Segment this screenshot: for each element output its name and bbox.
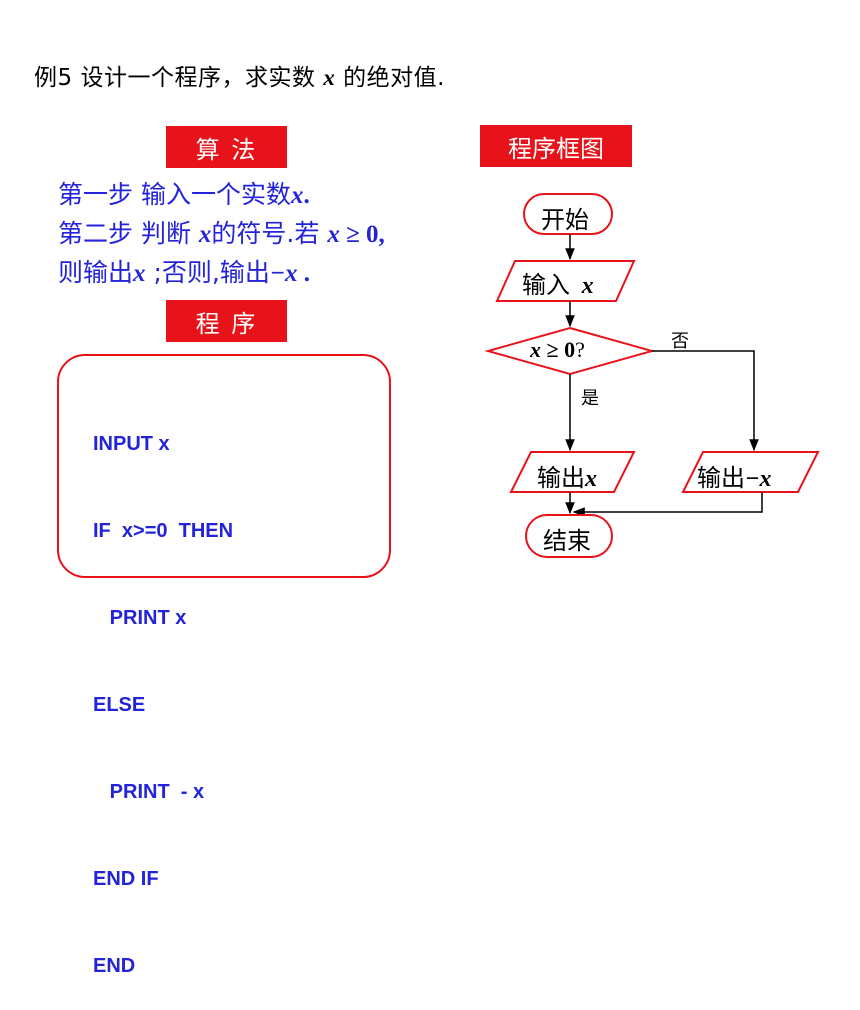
code-box: [57, 354, 391, 578]
step3-text: 则输出: [58, 258, 134, 287]
end-label: 结束: [543, 527, 591, 555]
step-line-2: 第二步 判断 x的符号.若 x ≥ 0,: [58, 215, 385, 254]
step3-mid: ;否则,输出: [145, 258, 270, 287]
input-label: 输入 x: [522, 265, 594, 300]
program-label: 程 序: [166, 300, 287, 342]
algorithm-steps: 第一步 输入一个实数x. 第二步 判断 x的符号.若 x ≥ 0, 则输出x ;…: [58, 176, 385, 293]
flowchart-label: 程序框图: [480, 125, 632, 167]
condition-var: x: [530, 337, 541, 362]
step1-end: .: [303, 182, 310, 209]
condition-rest: ≥ 0: [541, 337, 576, 362]
line-merge: [572, 492, 763, 517]
title-var: x: [323, 65, 336, 90]
step-line-3: 则输出x ;否则,输出−x .: [58, 254, 385, 293]
step3-end: .: [297, 260, 310, 287]
step2-mid: 的符号.若: [211, 219, 328, 248]
step1-text: 第一步 输入一个实数: [58, 180, 291, 209]
code-line: INPUT x: [93, 433, 170, 455]
end-terminal: [525, 514, 613, 558]
output-negx-label: 输出−x: [697, 458, 772, 493]
output1-var: x: [585, 466, 597, 492]
condition-q: ?: [575, 337, 585, 362]
step2-cond-var: x: [327, 221, 340, 248]
title-prefix: 例5 设计一个程序，求实数: [34, 65, 324, 91]
code-line: PRINT - x: [93, 781, 205, 803]
line-no: [652, 350, 759, 452]
step-line-1: 第一步 输入一个实数x.: [58, 176, 385, 215]
output2-text: 输出: [697, 464, 745, 492]
no-label: 否: [671, 331, 689, 352]
output-x-label: 输出x: [537, 458, 597, 493]
step2-cond-rest: ≥ 0,: [339, 221, 385, 248]
step1-var: x: [290, 182, 304, 209]
algorithm-label: 算 法: [166, 126, 287, 168]
input-var: x: [581, 273, 594, 299]
step3-neg: −x: [269, 260, 298, 287]
problem-title: 例5 设计一个程序，求实数 x 的绝对值.: [34, 58, 445, 92]
step3-var: x: [133, 260, 146, 287]
output-x-parallelogram: [509, 451, 636, 493]
flowchart-diagram: [484, 193, 820, 558]
code-line: ELSE: [93, 694, 146, 716]
code-line: END: [93, 955, 136, 977]
code-line: END IF: [93, 868, 159, 890]
start-terminal: [523, 193, 613, 235]
input-text: 输入: [522, 271, 570, 299]
output-negx-parallelogram: [681, 451, 820, 493]
step2-text: 第二步 判断: [58, 219, 199, 248]
code-line: PRINT x: [93, 607, 187, 629]
yes-label: 是: [581, 388, 599, 409]
step2-var: x: [198, 221, 212, 248]
output2-var: −x: [745, 466, 772, 492]
input-parallelogram: [495, 260, 636, 302]
output1-text: 输出: [537, 464, 585, 492]
code-line: IF x>=0 THEN: [93, 520, 234, 542]
start-label: 开始: [541, 206, 589, 234]
title-suffix: 的绝对值.: [335, 65, 445, 91]
condition-label: x ≥ 0?: [530, 337, 585, 363]
